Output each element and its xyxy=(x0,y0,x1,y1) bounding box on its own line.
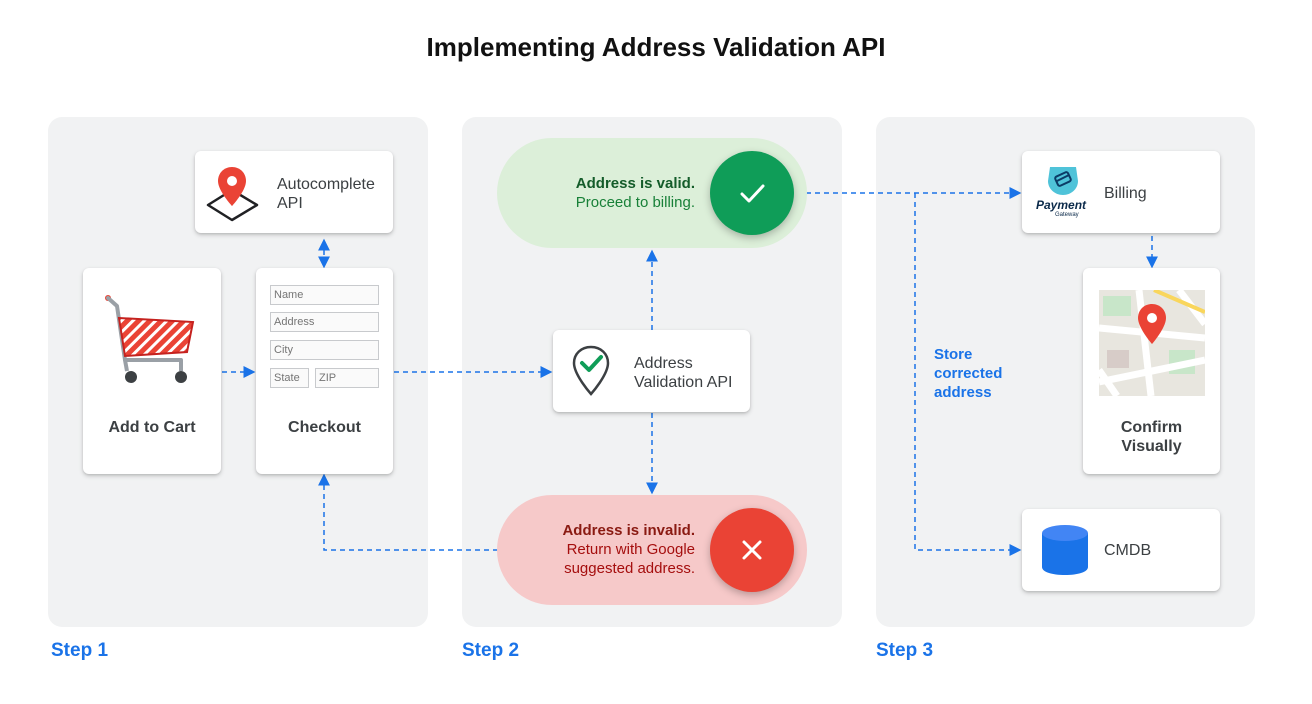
address-field[interactable] xyxy=(270,312,379,332)
checkout-card: Checkout xyxy=(256,268,393,474)
invalid-line1: Address is invalid. xyxy=(562,522,695,539)
store-line1: Store xyxy=(934,346,973,363)
shopping-cart-icon xyxy=(105,295,195,383)
payment-gateway-icon xyxy=(1048,167,1078,195)
billing-card: Payment Gateway Billing xyxy=(1022,151,1220,233)
invalid-pill: Address is invalid. Return with Google s… xyxy=(497,495,807,605)
arrow-to-cmdb xyxy=(914,193,1022,556)
checkout-label: Checkout xyxy=(288,419,361,436)
map-icon xyxy=(1099,290,1205,396)
autocomplete-api-card: Autocomplete API xyxy=(195,151,393,233)
autocomplete-label-line2: API xyxy=(277,195,303,212)
cmdb-card: CMDB xyxy=(1022,509,1220,591)
name-field[interactable] xyxy=(270,285,379,305)
database-icon xyxy=(1042,525,1088,575)
payment-logo-word: Payment xyxy=(1036,198,1087,212)
checkmark-icon xyxy=(740,184,765,203)
arrow-invalid-checkout xyxy=(318,473,498,551)
valid-pill: Address is valid. Proceed to billing. xyxy=(497,138,807,248)
valid-badge xyxy=(710,151,794,235)
add-to-cart-card: Add to Cart xyxy=(83,268,221,474)
step2-label: Step 2 xyxy=(462,640,520,661)
state-field[interactable] xyxy=(270,368,309,388)
close-icon xyxy=(742,540,762,560)
confirm-line1: Confirm xyxy=(1120,419,1183,436)
valid-line1: Address is valid. xyxy=(575,175,695,192)
confirm-line2: Visually xyxy=(1121,438,1182,455)
city-field[interactable] xyxy=(270,340,379,360)
invalid-badge xyxy=(710,508,794,592)
store-line3: address xyxy=(934,384,992,401)
invalid-line2: Return with Google xyxy=(566,541,695,558)
address-validation-api-card: Address Validation API xyxy=(553,330,750,412)
billing-label: Billing xyxy=(1104,185,1147,202)
api-label-line2: Validation API xyxy=(634,374,733,391)
zip-field[interactable] xyxy=(315,368,379,388)
map-pin-icon xyxy=(206,167,259,222)
cart-label: Add to Cart xyxy=(108,419,196,436)
cmdb-label: CMDB xyxy=(1104,542,1152,559)
store-line2: corrected xyxy=(934,365,1003,382)
valid-line2: Proceed to billing. xyxy=(575,194,695,211)
api-label-line1: Address xyxy=(634,355,693,372)
confirm-visually-card: Confirm Visually xyxy=(1083,268,1220,474)
location-check-icon xyxy=(572,345,610,396)
payment-logo-sub: Gateway xyxy=(1055,212,1079,218)
step3-label: Step 3 xyxy=(876,640,934,661)
autocomplete-label-line1: Autocomplete xyxy=(277,176,375,193)
step1-label: Step 1 xyxy=(51,640,109,661)
invalid-line3: suggested address. xyxy=(564,560,695,577)
page-title: Implementing Address Validation API xyxy=(426,32,886,62)
